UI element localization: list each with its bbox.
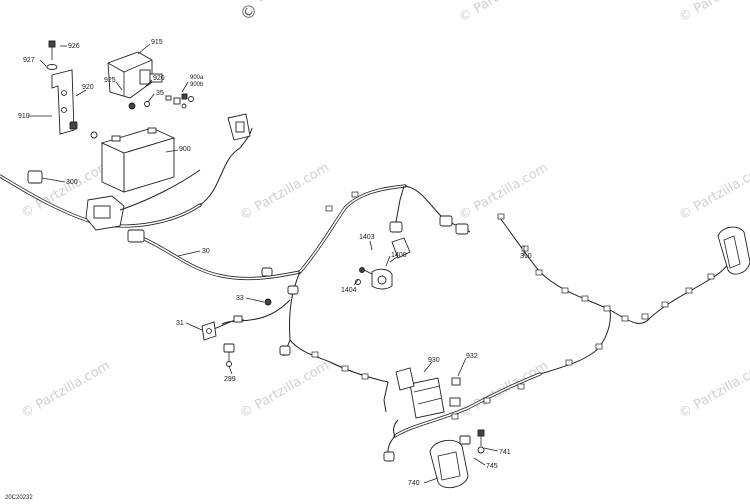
callout-1403: 1403 <box>359 234 375 241</box>
callout-labels: 926 927 915 925 920 920 900a 900b 35 910… <box>18 39 532 487</box>
callout-31: 31 <box>176 320 184 327</box>
callout-300: 300 <box>66 179 78 186</box>
battery-900 <box>100 127 176 193</box>
light-740-front <box>429 429 485 489</box>
callout-33: 33 <box>236 295 244 302</box>
callout-741: 741 <box>499 449 511 456</box>
watermark: © Partzilla.com <box>238 358 332 421</box>
callout-926: 926 <box>68 43 80 50</box>
watermark: © Partzilla.com <box>457 0 551 25</box>
light-740-rear <box>717 226 750 275</box>
callout-900b: 900b <box>190 82 204 88</box>
callout-920: 920 <box>82 84 94 91</box>
sensor-1400 <box>355 237 411 290</box>
watermark: © Partzilla.com <box>677 0 750 25</box>
ground-wire-31 <box>201 298 272 341</box>
leader-lines <box>28 43 525 484</box>
callout-1404: 1404 <box>341 287 357 294</box>
callout-910: 910 <box>18 113 30 120</box>
callout-1400: 1400 <box>391 252 407 259</box>
callout-30: 30 <box>202 248 210 255</box>
drawing-code: 20C20232 <box>5 495 33 501</box>
watermark-top: © Pa <box>237 0 275 24</box>
hardware-920-35 <box>128 93 194 110</box>
callout-925: 925 <box>104 77 116 84</box>
callout-299: 299 <box>224 376 236 383</box>
harness-310 <box>383 213 733 462</box>
callout-932: 932 <box>466 353 478 360</box>
watermark: © Partzilla.com <box>677 160 750 223</box>
callout-915: 915 <box>151 39 163 46</box>
harness-30 <box>127 184 471 413</box>
callout-35: 35 <box>156 90 164 97</box>
harness-300 <box>0 113 253 231</box>
callout-900a: 900a <box>190 75 204 81</box>
callout-740: 740 <box>408 480 420 487</box>
callout-900: 900 <box>179 146 191 153</box>
battery-bracket-910 <box>51 69 98 139</box>
watermark: © Partzilla.com <box>238 160 332 223</box>
callout-930: 930 <box>428 357 440 364</box>
bolt-926 <box>46 40 58 70</box>
watermark: © Partzilla.com <box>19 358 113 421</box>
callout-927: 927 <box>23 57 35 64</box>
callout-310: 310 <box>520 253 532 260</box>
callout-920: 920 <box>153 75 165 82</box>
module-930 <box>395 367 461 419</box>
callout-745: 745 <box>486 463 498 470</box>
watermark: © Partzilla.com <box>677 358 750 421</box>
part-299 <box>223 343 235 367</box>
